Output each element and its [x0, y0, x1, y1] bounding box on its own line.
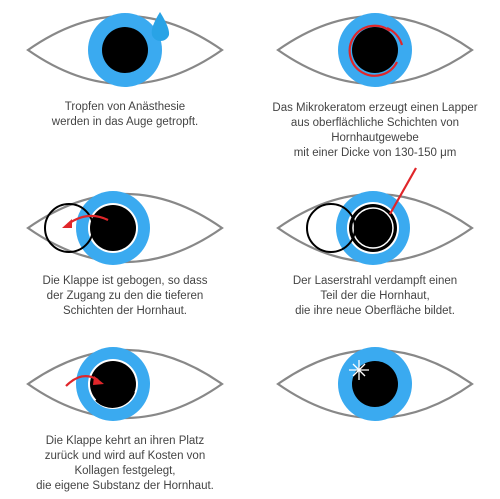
eye-flap-folded-icon: [26, 191, 224, 265]
step-3-caption: Die Klappe ist gebogen, so dass der Zuga…: [42, 275, 208, 317]
step-4-caption: Der Laserstrahl verdampft einen Teil der…: [292, 275, 458, 317]
eye-laser-icon: [276, 167, 474, 265]
step-2-panel: Das Mikrokeratom erzeugt einen Lapper au…: [250, 0, 500, 175]
folded-flap-icon: [44, 203, 94, 253]
folded-flap-icon: [306, 203, 356, 253]
step-5-panel: Die Klappe kehrt an ihren Platz zurück u…: [0, 340, 250, 499]
sparkle-icon: [349, 360, 369, 380]
step-2-caption: Das Mikrokeratom erzeugt einen Lapper au…: [272, 102, 478, 159]
cut-arc-icon: [348, 24, 398, 77]
step-1-panel: Tropfen von Anästhesie werden in das Aug…: [0, 0, 250, 160]
drop-icon: [151, 12, 170, 42]
eye-microkeratome-icon: [276, 13, 474, 87]
eye-with-drop-icon: [26, 12, 224, 87]
step-6-panel: [250, 340, 500, 440]
step-5-caption: Die Klappe kehrt an ihren Platz zurück u…: [36, 435, 214, 492]
eye-healed-icon: [276, 347, 474, 421]
step-1-caption: Tropfen von Anästhesie werden in das Aug…: [51, 101, 199, 128]
step-4-panel: Der Laserstrahl verdampft einen Teil der…: [250, 160, 500, 330]
eye-flap-returned-icon: [26, 347, 224, 421]
laser-beam-icon: [389, 167, 417, 215]
step-3-panel: Die Klappe ist gebogen, so dass der Zuga…: [0, 170, 250, 330]
